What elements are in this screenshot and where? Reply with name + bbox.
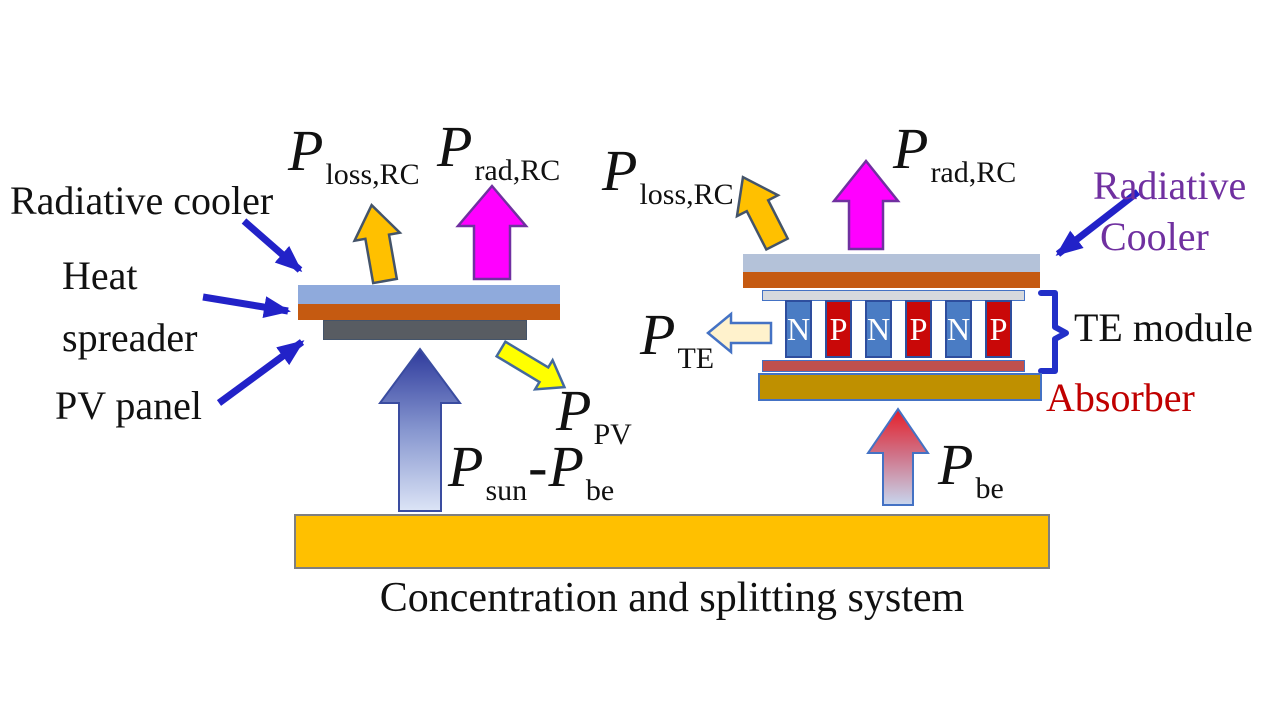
te-leg-letter: P: [989, 310, 1008, 347]
p-loss-label-right: Ploss,RC: [602, 138, 734, 211]
te-leg-p-2: P: [905, 300, 932, 358]
pointer-arrow-radiative-cooler-left: [241, 218, 303, 273]
te-leg-letter: N: [946, 310, 971, 347]
right-radiative-cooler-layer: [743, 254, 1040, 272]
pointer-arrow-heat-spreader: [202, 293, 291, 318]
te-leg-n-2: N: [865, 300, 892, 358]
p-be-label: Pbe: [938, 432, 1004, 505]
left-radiative-cooler-layer: [298, 285, 560, 304]
absorber-layer: [758, 373, 1042, 401]
p-rad-arrow-left: [455, 184, 529, 281]
p-loss-arrow-right: [735, 175, 790, 252]
p-loss-arrow-left: [352, 203, 403, 285]
heat-spreader-label-line1: Heat: [62, 253, 138, 298]
p-te-label: PTE: [640, 302, 715, 375]
te-ceramic-top-plate: [762, 290, 1025, 301]
pointer-arrow-radiative-cooler-right: [1055, 189, 1141, 257]
te-leg-letter: P: [829, 310, 848, 347]
p-rad-label-left: Prad,RC: [437, 114, 561, 187]
p-te-arrow: [706, 311, 773, 355]
p-sun-minus-be-label: Psun-Pbe: [448, 434, 615, 507]
p-sun-minus-be-arrow: [378, 347, 462, 512]
pv-panel-label: PV panel: [55, 383, 203, 428]
right-heat-spreader-layer: [743, 272, 1040, 288]
concentration-system-bar: [294, 514, 1050, 569]
radiative-cooler-label-right-line1: Radiative: [1093, 163, 1247, 208]
p-loss-label-left: Ploss,RC: [288, 118, 420, 191]
absorber-label: Absorber: [1046, 375, 1195, 420]
p-rad-label-right: Prad,RC: [893, 116, 1017, 189]
te-leg-n-3: N: [945, 300, 972, 358]
te-leg-p-3: P: [985, 300, 1012, 358]
left-pv-panel-layer: [323, 320, 527, 340]
te-leg-letter: N: [786, 310, 811, 347]
te-leg-letter: P: [909, 310, 928, 347]
te-ceramic-bottom-plate: [762, 360, 1025, 372]
p-pv-label: PPV: [556, 378, 632, 451]
te-leg-p-1: P: [825, 300, 852, 358]
left-heat-spreader-layer: [298, 304, 560, 320]
heat-spreader-label-line2: spreader: [62, 315, 198, 360]
te-module-brace: [1038, 290, 1069, 374]
radiative-cooler-label-left: Radiative cooler: [10, 178, 274, 223]
p-be-arrow: [866, 407, 930, 506]
radiative-cooler-label-right-line2: Cooler: [1100, 214, 1209, 259]
concentration-system-caption: Concentration and splitting system: [379, 575, 965, 621]
pointer-arrow-pv-panel: [216, 339, 305, 406]
p-rad-arrow-right: [831, 158, 901, 251]
te-leg-letter: N: [866, 310, 891, 347]
te-leg-n-1: N: [785, 300, 812, 358]
te-module-label: TE module: [1074, 305, 1253, 350]
p-pv-arrow: [494, 339, 567, 391]
